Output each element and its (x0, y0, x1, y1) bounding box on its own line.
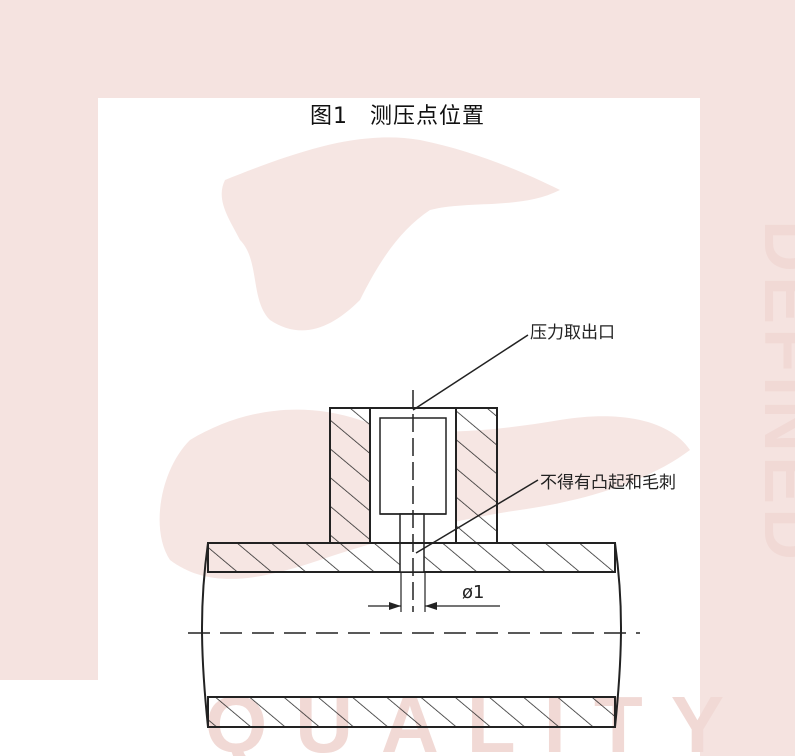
dim-arrow-left (389, 602, 401, 610)
pipe-right-end (614, 542, 622, 728)
watermark-side-text: DEFINED (749, 220, 795, 564)
figure-caption: 测压点位置 (369, 104, 485, 129)
callout-no-burr: 不得有凸起和毛刺 (540, 473, 676, 493)
lower-pipe-wall (207, 696, 616, 728)
dim-arrow-right (425, 602, 437, 610)
leader-burr (415, 479, 539, 554)
figure-title: 图1 测压点位置 (0, 98, 795, 130)
pipe-left-end (201, 542, 209, 728)
leader-outlet (412, 334, 529, 411)
figure-number: 图1 (309, 104, 348, 129)
callout-pressure-outlet: 压力取出口 (530, 323, 615, 343)
watermark-brush-stroke (221, 137, 560, 331)
diameter-dimension-label: ø1 (462, 582, 485, 603)
